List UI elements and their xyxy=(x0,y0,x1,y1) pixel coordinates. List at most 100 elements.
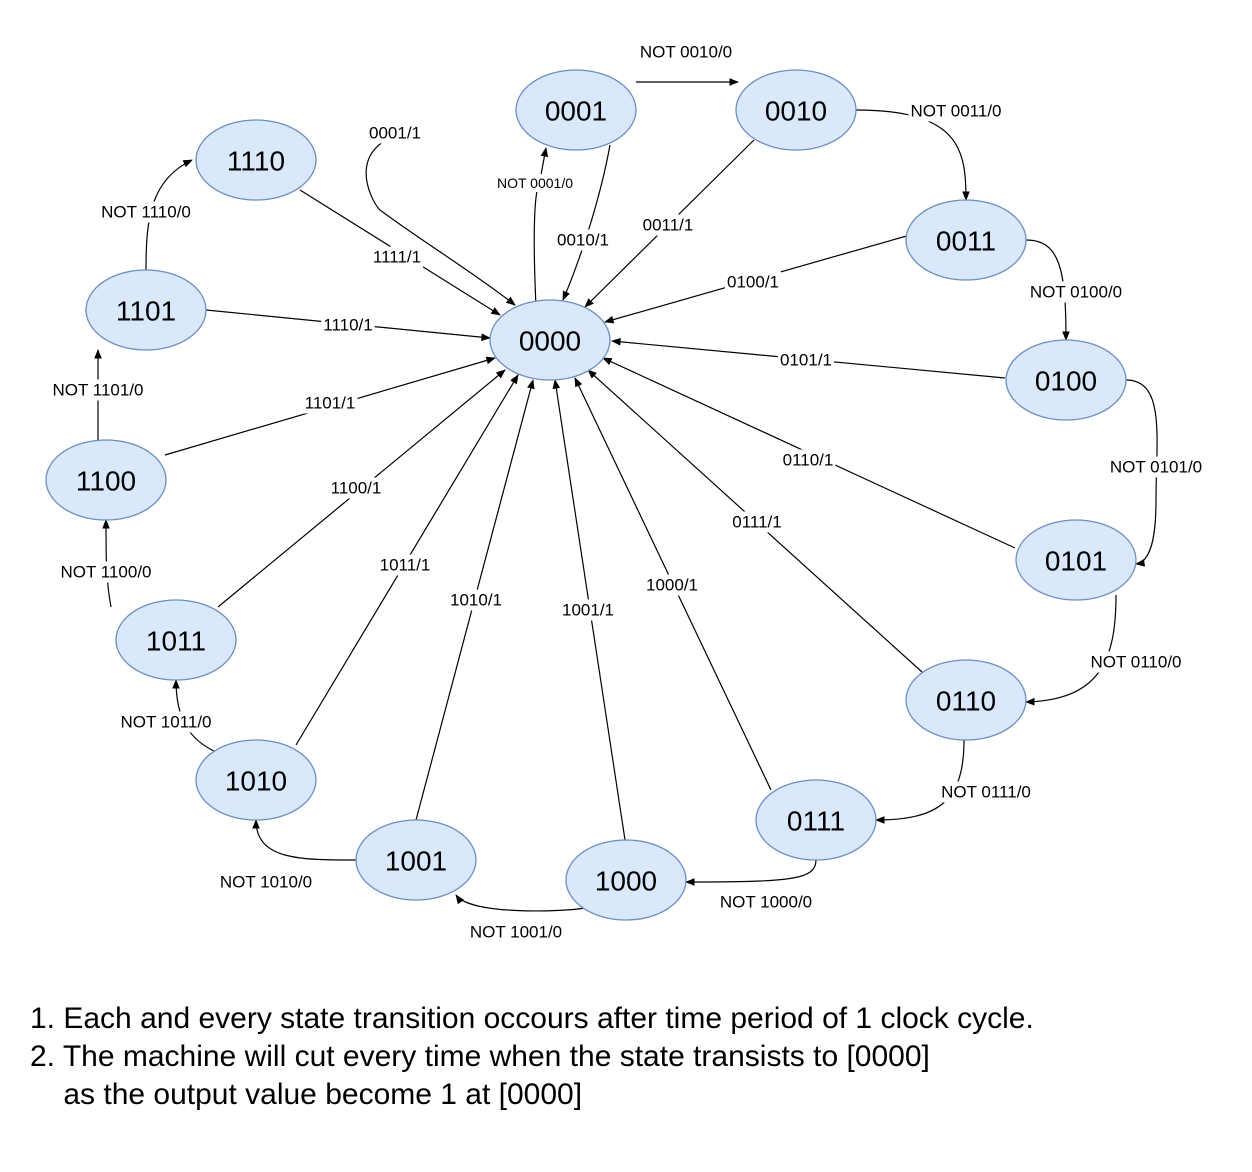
state-label-0101: 0101 xyxy=(1045,546,1107,577)
reset-label-0011-1: 0011/1 xyxy=(640,214,696,236)
reset-label-1111-1-text: 1111/1 xyxy=(373,248,421,267)
transition-label-1000-1001-text: NOT 1001/0 xyxy=(470,923,562,942)
state-0011: 0011 xyxy=(905,199,1027,281)
state-node-1110 xyxy=(195,119,317,201)
reset-edge-0001-1 xyxy=(365,129,516,306)
state-label-1100: 1100 xyxy=(76,466,136,497)
transition-label-1011-1100-text: NOT 1100/0 xyxy=(60,563,151,582)
state-1110: 1110 xyxy=(195,119,317,201)
state-label-0011: 0011 xyxy=(936,226,996,257)
state-0001: 0001 xyxy=(515,69,637,151)
state-label-0111: 0111 xyxy=(787,806,845,837)
reset-label-0010-1-text: 0010/1 xyxy=(557,231,609,250)
state-label-1001: 1001 xyxy=(385,846,447,877)
transition-label-1010-1011: NOT 1011/0 xyxy=(118,711,214,733)
state-node-0010 xyxy=(735,69,857,151)
state-0100: 0100 xyxy=(1005,339,1127,421)
transition-label-0110-0111-text: NOT 0111/0 xyxy=(941,783,1031,802)
transition-label-0100-0101-text: NOT 0101/0 xyxy=(1110,458,1202,477)
reset-label-1001-1: 1001/1 xyxy=(560,599,616,621)
state-label-1101: 1101 xyxy=(116,296,176,327)
transition-edge-1001-1010 xyxy=(252,819,357,861)
reset-label-0010-1: 0010/1 xyxy=(555,229,611,251)
reset-label-1101-1: 1101/1 xyxy=(302,392,358,414)
transition-label-0011-0100: NOT 0100/0 xyxy=(1027,281,1125,303)
state-node-0011 xyxy=(905,199,1027,281)
reset-label-1101-1-text: 1101/1 xyxy=(305,394,356,413)
transition-edge-0010-0011 xyxy=(855,109,970,201)
transition-label-1100-1101: NOT 1101/0 xyxy=(50,379,146,401)
reset-label-1000-1-text: 1000/1 xyxy=(646,576,698,595)
transition-label-0000-0001: NOT 0001/0 xyxy=(494,174,576,192)
transition-label-0000-0001-text: NOT 0001/0 xyxy=(497,175,573,191)
transition-label-0001-0010-text: NOT 0010/0 xyxy=(640,43,732,62)
transition-label-1010-1011-text: NOT 1011/0 xyxy=(120,713,211,732)
transition-label-1100-1101-text: NOT 1101/0 xyxy=(52,381,143,400)
transition-edge-0111-1000 xyxy=(685,859,817,886)
transition-edge-0011-0100 xyxy=(1025,239,1070,341)
state-label-1000: 1000 xyxy=(595,866,657,897)
reset-label-1010-1-text: 1010/1 xyxy=(450,591,502,610)
reset-label-1011-1-text: 1011/1 xyxy=(380,556,431,575)
reset-label-1011-1: 1011/1 xyxy=(377,554,433,576)
state-1010: 1010 xyxy=(195,739,317,821)
state-node-1100 xyxy=(45,439,167,521)
state-node-1101 xyxy=(85,269,207,351)
transition-edge-1000-1001 xyxy=(455,894,587,912)
transition-label-0110-0111: NOT 0111/0 xyxy=(939,781,1033,803)
note-line-3: as the output value become 1 at [0000] xyxy=(30,1078,583,1111)
state-label-0100: 0100 xyxy=(1035,366,1097,397)
state-0010: 0010 xyxy=(735,69,857,151)
state-label-0110: 0110 xyxy=(936,686,996,717)
state-1100: 1100 xyxy=(45,439,167,521)
reset-label-0101-1: 0101/1 xyxy=(778,349,834,371)
reset-label-0111-1-text: 0111/1 xyxy=(732,513,781,532)
state-1011: 1011 xyxy=(115,599,237,681)
reset-label-1001-1-text: 1001/1 xyxy=(562,601,614,620)
state-label-1010: 1010 xyxy=(225,766,287,797)
transition-label-1001-1010-text: NOT 1010/0 xyxy=(220,873,312,892)
reset-label-0101-1-text: 0101/1 xyxy=(780,351,832,370)
reset-label-1110-1: 1110/1 xyxy=(321,314,375,336)
transition-label-0111-1000-text: NOT 1000/0 xyxy=(720,893,812,912)
reset-label-0111-1: 0111/1 xyxy=(730,511,784,533)
state-node-1001 xyxy=(355,819,477,901)
reset-label-1100-1-text: 1100/1 xyxy=(331,479,382,498)
reset-label-0011-1-text: 0011/1 xyxy=(643,216,694,235)
state-node-0101 xyxy=(1015,519,1137,601)
reset-label-0110-1: 0110/1 xyxy=(780,449,836,471)
transition-label-0101-0110-text: NOT 0110/0 xyxy=(1090,653,1181,672)
reset-label-0100-1: 0100/1 xyxy=(725,271,781,293)
reset-label-0100-1-text: 0100/1 xyxy=(727,273,779,292)
transition-edge-0100-0101 xyxy=(1125,379,1158,567)
reset-label-0001-1: 0001/1 xyxy=(367,122,423,144)
reset-label-0001-1-text: 0001/1 xyxy=(369,124,421,143)
state-node-1011 xyxy=(115,599,237,681)
state-node-0000 xyxy=(489,299,611,381)
transition-label-0101-0110: NOT 0110/0 xyxy=(1088,651,1184,673)
state-node-0100 xyxy=(1005,339,1127,421)
reset-edge-0010-1 xyxy=(562,144,611,301)
reset-label-1100-1: 1100/1 xyxy=(328,477,384,499)
reset-label-1110-1-text: 1110/1 xyxy=(323,316,372,335)
transition-label-0111-1000: NOT 1000/0 xyxy=(717,891,815,913)
transition-label-0011-0100-text: NOT 0100/0 xyxy=(1030,283,1122,302)
state-label-1110: 1110 xyxy=(227,146,285,177)
transition-label-0001-0010: NOT 0010/0 xyxy=(637,41,735,63)
state-node-0111 xyxy=(755,779,877,861)
state-1001: 1001 xyxy=(355,819,477,901)
transition-label-1101-1110-text: NOT 1110/0 xyxy=(101,203,191,222)
reset-label-1111-1: 1111/1 xyxy=(370,246,424,268)
state-label-1011: 1011 xyxy=(146,626,206,657)
reset-label-1000-1: 1000/1 xyxy=(644,574,700,596)
transition-edge-0110-0111 xyxy=(875,739,965,824)
note-line-1: 1. Each and every state transition occou… xyxy=(30,1002,1034,1035)
state-node-1000 xyxy=(565,839,687,921)
notes: 1. Each and every state transition occou… xyxy=(30,1000,1034,1114)
state-1000: 1000 xyxy=(565,839,687,921)
state-0110: 0110 xyxy=(905,659,1027,741)
transition-label-1000-1001: NOT 1001/0 xyxy=(467,921,565,943)
transition-label-1011-1100: NOT 1100/0 xyxy=(58,561,154,583)
reset-label-1010-1: 1010/1 xyxy=(448,589,504,611)
